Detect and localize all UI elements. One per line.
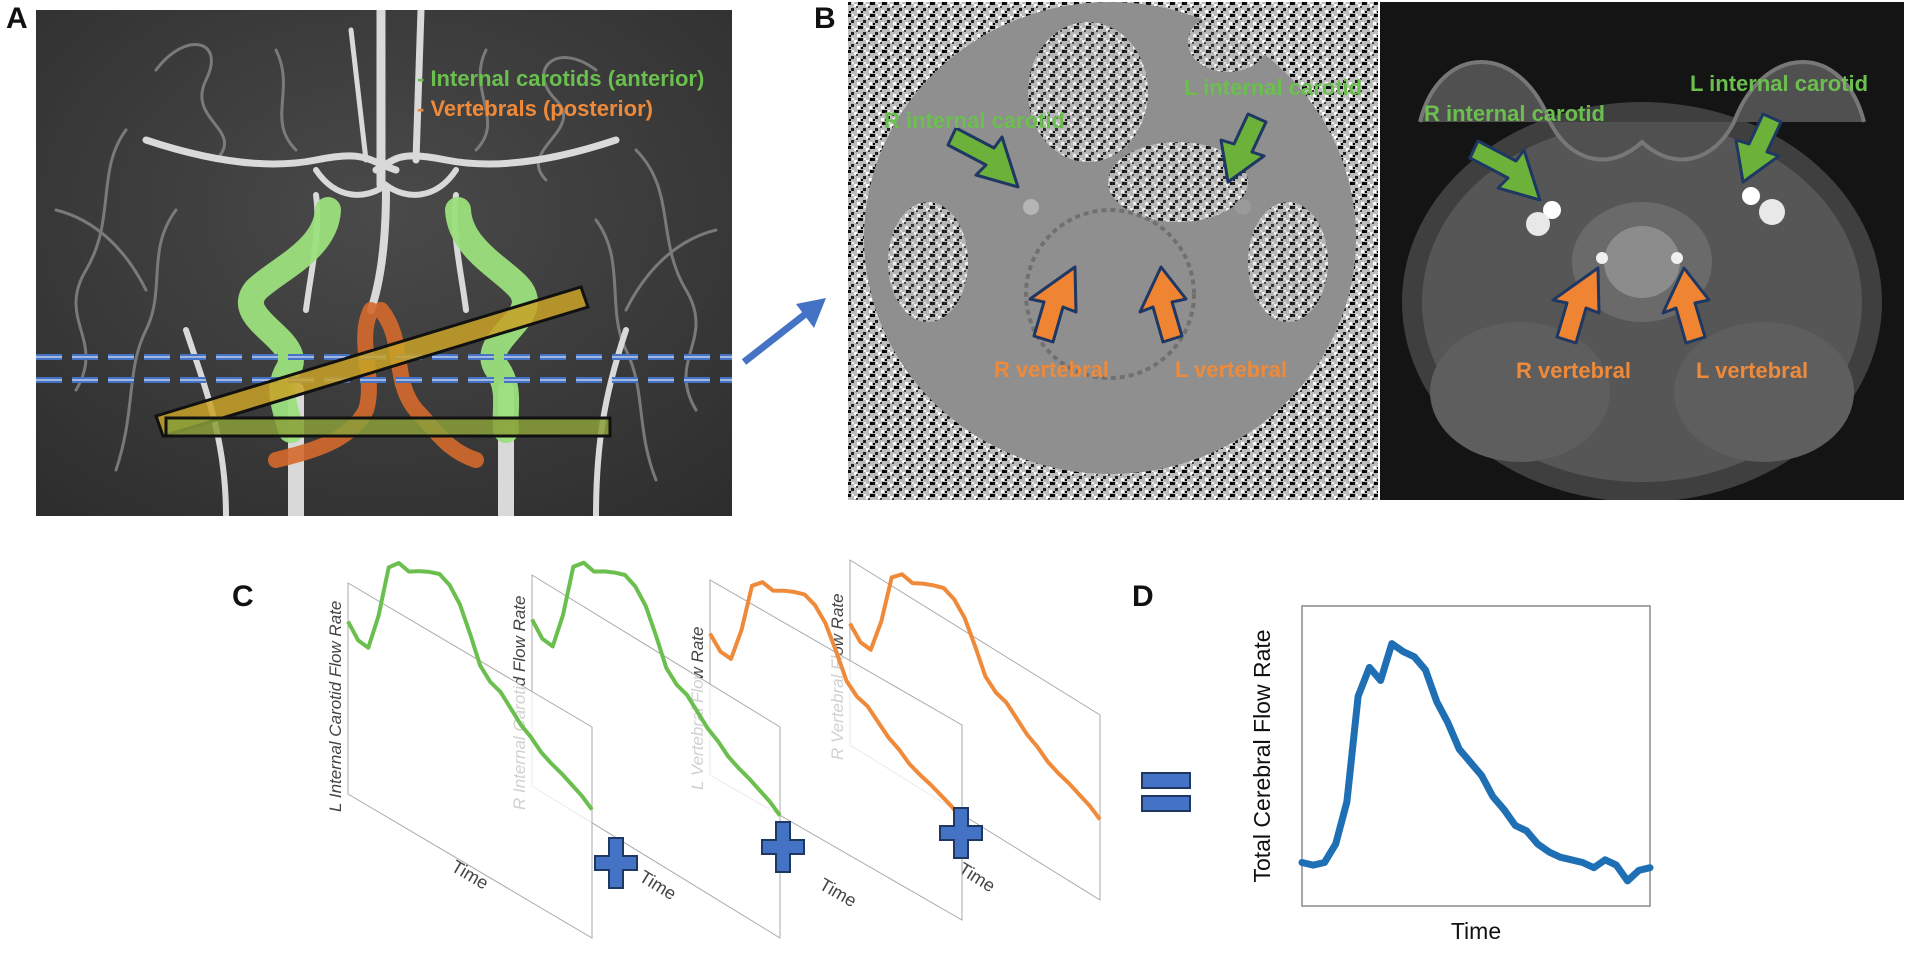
d-ylabel: Total Cerebral Flow Rate [1249, 629, 1275, 882]
arrow-mag-l-carotid [1734, 112, 1783, 184]
panel-a-to-b-arrow [741, 298, 826, 365]
oblique-slab [154, 285, 590, 438]
plane-xlabel: Time [816, 874, 860, 911]
phase-contrast-image: R internal carotid L internal carotid R … [848, 2, 1378, 500]
panel-letter-a: A [6, 2, 28, 35]
arrow-r-carotid [946, 126, 1020, 189]
plane-ylabel: L Internal Carotid Flow Rate [326, 601, 345, 812]
d-xlabel: Time [1451, 918, 1501, 944]
phase-label-r-carotid: R internal carotid [884, 108, 1065, 133]
axial-slab [164, 416, 612, 438]
phase-noise-patches [888, 12, 1328, 322]
magnitude-image: R internal carotid L internal carotid R … [1380, 2, 1904, 500]
vertebral-overlay [268, 302, 484, 468]
r-carotid-flow-line [530, 560, 782, 817]
magnitude-label-r-carotid: R internal carotid [1424, 101, 1605, 126]
arrow-r-vertebral [1028, 265, 1078, 344]
panel-letter-d: D [1132, 580, 1154, 613]
plus-icon [594, 837, 638, 889]
arrow-mag-r-carotid [1468, 139, 1542, 202]
phase-arrows [946, 112, 1268, 344]
plus-operators [594, 807, 983, 889]
plane-frame [347, 582, 593, 939]
plus-icon [939, 807, 983, 859]
panel-d-total-flow-chart: Total Cerebral Flow Rate Time [1249, 605, 1654, 944]
legend-posterior: - Vertebrals (posterior) [417, 96, 653, 121]
phase-label-l-vertebral: L vertebral [1175, 357, 1287, 382]
background-vessels [54, 43, 718, 482]
phase-label-l-carotid: L internal carotid [1184, 75, 1362, 100]
slice-planes [36, 285, 732, 438]
panel-letter-c: C [232, 580, 254, 613]
panel-letter-b: B [814, 2, 836, 35]
phase-label-r-vertebral: R vertebral [994, 357, 1109, 382]
total-flow-line [1298, 640, 1654, 885]
plot-frame [1301, 605, 1651, 907]
plus-icon [761, 821, 805, 873]
magnitude-label-l-vertebral: L vertebral [1696, 358, 1808, 383]
plane-l-carotid: L Internal Carotid Flow Rate Time [326, 561, 594, 939]
arrow-mag-r-vertebral [1551, 266, 1601, 345]
legend-anterior: - Internal carotids (anterior) [417, 66, 704, 91]
angiogram-image: - Internal carotids (anterior) - Vertebr… [36, 10, 732, 516]
magnitude-arrows [1468, 112, 1783, 345]
magnitude-label-r-vertebral: R vertebral [1516, 358, 1631, 383]
r-vertebral-flow-line [848, 572, 1102, 821]
l-vertebral-flow-line [708, 580, 964, 821]
arrow-mag-l-vertebral [1661, 266, 1711, 345]
arrow-l-carotid [1219, 112, 1268, 184]
l-carotid-flow-line [346, 561, 594, 811]
arrow-l-vertebral [1138, 265, 1188, 344]
magnitude-label-l-carotid: L internal carotid [1690, 71, 1868, 96]
equals-icon [1141, 772, 1191, 812]
